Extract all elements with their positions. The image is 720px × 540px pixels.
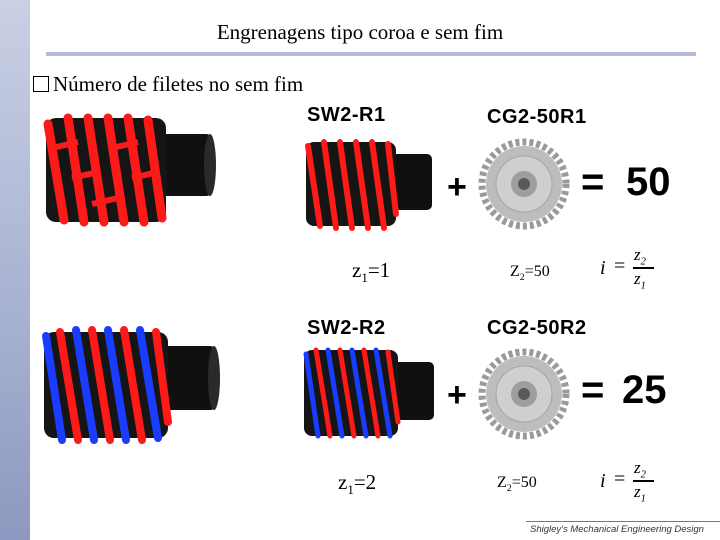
z2-symbol-row2: Z — [497, 474, 507, 491]
z2-subscript-row2: 2 — [506, 483, 512, 495]
ratio-numerator: z2 — [634, 458, 646, 481]
slide-title: Engrenagens tipo coroa e sem fim — [216, 20, 504, 44]
z2-symbol-row1: Z — [510, 263, 520, 280]
small-worm-double-thread-image — [303, 347, 434, 439]
ratio-i: i — [600, 470, 606, 492]
ratio-formula-row2: i = z2 z1 — [600, 458, 656, 510]
equals-sign-row1: = — [581, 160, 605, 204]
z2-subscript-row1: 2 — [519, 272, 525, 284]
ratio-fraction-bar — [633, 267, 654, 269]
ratio-eq: = — [614, 255, 626, 277]
title-rule — [46, 52, 696, 56]
ratio-eq: = — [614, 468, 626, 490]
result-row1: 50 — [626, 160, 671, 204]
z1-subscript-row2: 1 — [347, 482, 354, 498]
worm-code-row1: SW2-R1 — [307, 104, 386, 126]
bullet-box-icon — [33, 76, 49, 92]
credit-rule — [526, 521, 720, 522]
z1-value-row1: =1 — [367, 258, 391, 282]
large-worm-double-thread-image — [42, 326, 220, 444]
z1-subscript-row1: 1 — [361, 270, 368, 286]
result-row2: 25 — [622, 368, 667, 412]
bullet-item: Número de filetes no sem fim — [33, 72, 303, 97]
z2-label-row2: Z2=50 — [497, 474, 537, 494]
slide-sidebar — [0, 0, 30, 540]
worm-gear-image-row2 — [478, 348, 570, 440]
worm-gear-image-row1 — [478, 138, 570, 230]
bullet-text: Número de filetes no sem fim — [53, 72, 304, 96]
ratio-fraction-bar — [633, 480, 654, 482]
ratio-denominator: z1 — [634, 482, 646, 505]
z2-label-row1: Z2=50 — [510, 263, 550, 283]
z1-label-row1: z1=1 — [352, 258, 390, 286]
z1-symbol-row1: z — [352, 258, 362, 282]
z2-value-row1: =50 — [524, 263, 550, 280]
z1-symbol-row2: z — [338, 470, 348, 494]
ratio-i: i — [600, 257, 606, 279]
large-worm-single-thread-image — [43, 113, 216, 227]
z1-label-row2: z1=2 — [338, 470, 376, 498]
plus-sign-row2: + — [447, 376, 467, 414]
z1-value-row2: =2 — [353, 470, 377, 494]
credit-text: Shigley's Mechanical Engineering Design — [530, 524, 704, 535]
equals-sign-row2: = — [581, 368, 605, 412]
gear-code-row2: CG2-50R2 — [487, 317, 587, 339]
gear-code-row1: CG2-50R1 — [487, 106, 587, 128]
ratio-formula-row1: i = z2 z1 — [600, 245, 656, 297]
plus-sign-row1: + — [447, 168, 467, 206]
z2-value-row2: =50 — [511, 474, 537, 491]
small-worm-single-thread-image — [305, 139, 432, 231]
ratio-denominator: z1 — [634, 269, 646, 292]
worm-code-row2: SW2-R2 — [307, 317, 386, 339]
ratio-numerator: z2 — [634, 245, 646, 268]
